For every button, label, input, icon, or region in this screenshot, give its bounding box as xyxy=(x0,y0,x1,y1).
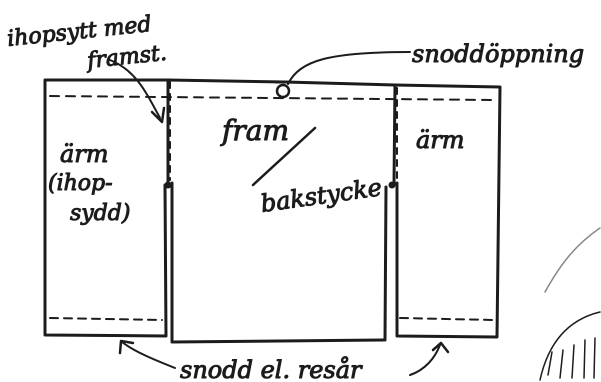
label-snoddoppning: snoddöppning xyxy=(412,40,584,68)
leader-ihopsytt xyxy=(109,59,161,119)
fram-bak-divider xyxy=(251,126,317,187)
label-ihop-line1: (ihop- xyxy=(48,171,113,196)
leader-bottom-right xyxy=(409,344,441,376)
arrowhead-ihopsytt xyxy=(150,106,166,124)
decorative-sketch-lines xyxy=(547,337,596,379)
label-snodd-resar: snodd el. resår xyxy=(180,355,363,382)
center-piece-outline xyxy=(166,78,397,344)
slit-dot-right xyxy=(388,181,396,189)
label-fram: fram xyxy=(220,114,289,147)
label-arm-left: ärm xyxy=(60,140,109,168)
arrowhead-bottom-right xyxy=(431,341,450,354)
label-ihop-line2: sydd) xyxy=(70,201,130,226)
right-sleeve-outline xyxy=(393,83,502,339)
label-arm-right: ärm xyxy=(416,126,465,154)
left-bottom-dashed xyxy=(49,317,163,321)
arrowhead-bottom-left xyxy=(118,339,135,355)
leader-bottom-left xyxy=(121,341,176,369)
slit-dot-left xyxy=(164,181,172,189)
right-bottom-dashed xyxy=(399,317,494,321)
label-bakstycke: bakstycke xyxy=(259,173,384,218)
decorative-sketch-curve xyxy=(544,227,601,293)
label-ihopsytt-line2: framst. xyxy=(84,41,168,74)
drawstring-opening-icon xyxy=(275,83,291,99)
leader-snoddoppning xyxy=(287,51,411,85)
top-dashed-line xyxy=(49,95,496,101)
decorative-sketch-arc xyxy=(539,311,601,381)
